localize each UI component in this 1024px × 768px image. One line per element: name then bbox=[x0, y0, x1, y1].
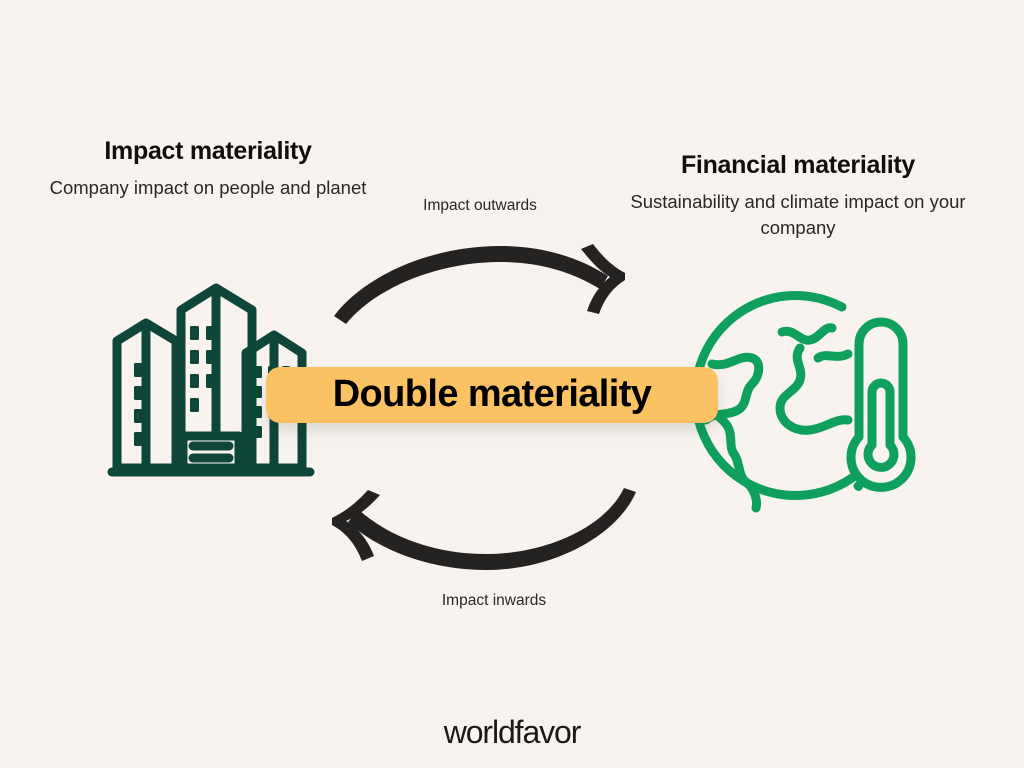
double-materiality-label: Double materiality bbox=[332, 372, 652, 415]
impact-materiality-subtitle: Company impact on people and planet bbox=[49, 177, 367, 198]
right-column-heading: Financial materiality Sustainability and… bbox=[613, 150, 983, 242]
impact-outwards-label: Impact outwards bbox=[423, 197, 537, 214]
worldfavor-logo: worldfavor bbox=[0, 716, 1024, 748]
left-column-heading: Impact materiality Company impact on peo… bbox=[48, 136, 368, 201]
double-materiality-badge: Double materiality bbox=[266, 367, 718, 423]
worldfavor-logo-text: worldfavor bbox=[443, 714, 582, 750]
arrow-inwards-icon bbox=[332, 488, 636, 570]
impact-inwards-label: Impact inwards bbox=[441, 592, 547, 609]
financial-materiality-subtitle: Sustainability and climate impact on you… bbox=[630, 191, 966, 239]
impact-materiality-title: Impact materiality bbox=[104, 137, 312, 165]
financial-materiality-title: Financial materiality bbox=[680, 151, 916, 179]
arrow-outwards-icon bbox=[334, 244, 625, 324]
